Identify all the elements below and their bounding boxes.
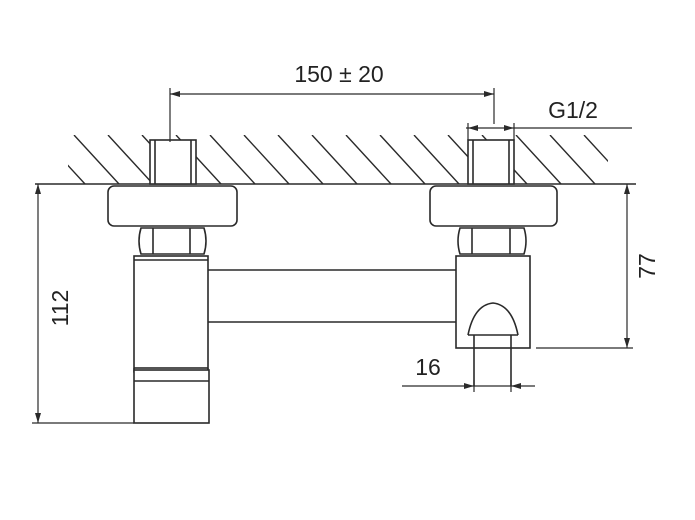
- outlet-diameter-dimension: [402, 380, 535, 392]
- projection-label: 77: [634, 253, 660, 279]
- hatch-line: [311, 135, 358, 184]
- hatch-line: [583, 135, 608, 163]
- total-height-dimension: [32, 184, 134, 424]
- projection-dimension: [536, 184, 633, 349]
- hatch-line: [277, 135, 324, 184]
- hatch-line: [345, 135, 392, 184]
- left-pipe-thread: [149, 139, 197, 185]
- hatch-line: [379, 135, 426, 184]
- hatch-line: [243, 135, 290, 184]
- thread-dimension: [466, 123, 632, 140]
- total-height-label: 112: [47, 290, 73, 327]
- left-handle: [133, 369, 210, 424]
- right-pipe-thread: [467, 139, 515, 185]
- outlet: [467, 302, 519, 386]
- right-escutcheon: [429, 185, 558, 227]
- hatch-line: [618, 135, 663, 184]
- hatch-line: [515, 135, 562, 184]
- left-hex-nut: [138, 227, 207, 255]
- left-escutcheon: [107, 185, 238, 227]
- connecting-bar: [208, 269, 456, 323]
- pipe-spacing-dimension: [169, 88, 495, 142]
- left-valve-body: [133, 255, 209, 378]
- hatch-line: [413, 135, 460, 184]
- pipe-spacing-label: 150 ± 20: [294, 61, 383, 87]
- thread-label: G1/2: [548, 97, 598, 123]
- hatch-line: [73, 135, 120, 184]
- hatch-line: [209, 135, 256, 184]
- hatch-line: [549, 135, 596, 184]
- right-hex-nut: [457, 227, 527, 255]
- hatch-line: [107, 135, 154, 184]
- hatch-line: [68, 164, 86, 184]
- wall-hatching: [68, 135, 695, 184]
- outlet-diameter-label: 16: [415, 354, 441, 380]
- hatch-line: [652, 135, 695, 184]
